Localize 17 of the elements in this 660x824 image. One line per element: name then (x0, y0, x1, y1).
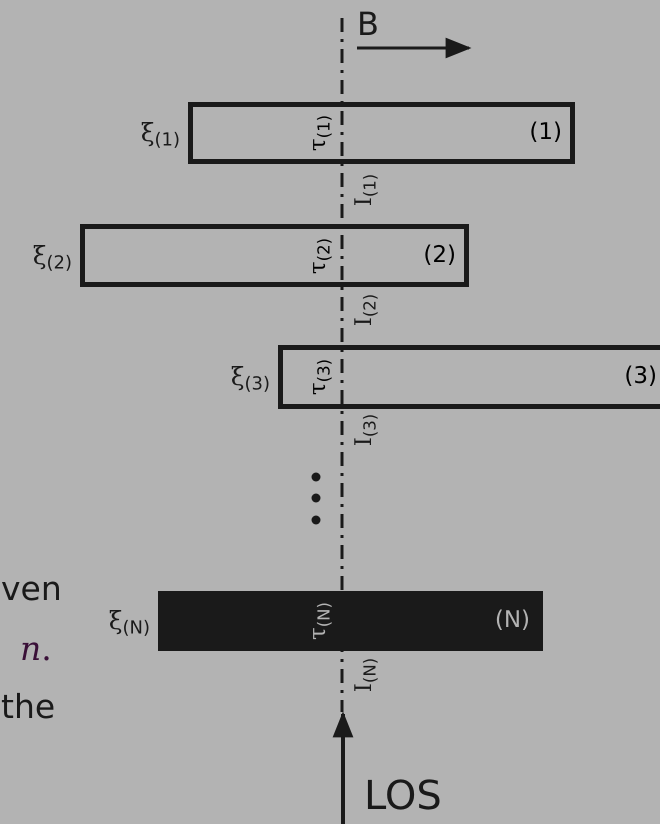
text-fragment: n. (20, 632, 52, 665)
text-fragment: the (1, 690, 56, 723)
layer-number: (3) (624, 365, 657, 388)
line-of-sight-label: LOS (364, 776, 442, 816)
field-label: B (357, 8, 379, 40)
layer-number: (2) (423, 244, 456, 266)
source-function-label: ξ$_{(N)}$ (108, 608, 150, 638)
layer-box (80, 224, 469, 287)
source-function-label: ξ$_{(1)}$ (140, 120, 180, 150)
layer-box (188, 102, 575, 164)
layer-box (278, 345, 660, 409)
layer-number: (1) (529, 121, 562, 144)
source-function-label: ξ$_{(2)}$ (32, 242, 72, 272)
filled-layer-box (158, 591, 543, 651)
layer-number: (N) (494, 609, 530, 632)
source-function-label: ξ$_{(3)}$ (230, 364, 270, 394)
text-fragment: ven (1, 572, 62, 605)
